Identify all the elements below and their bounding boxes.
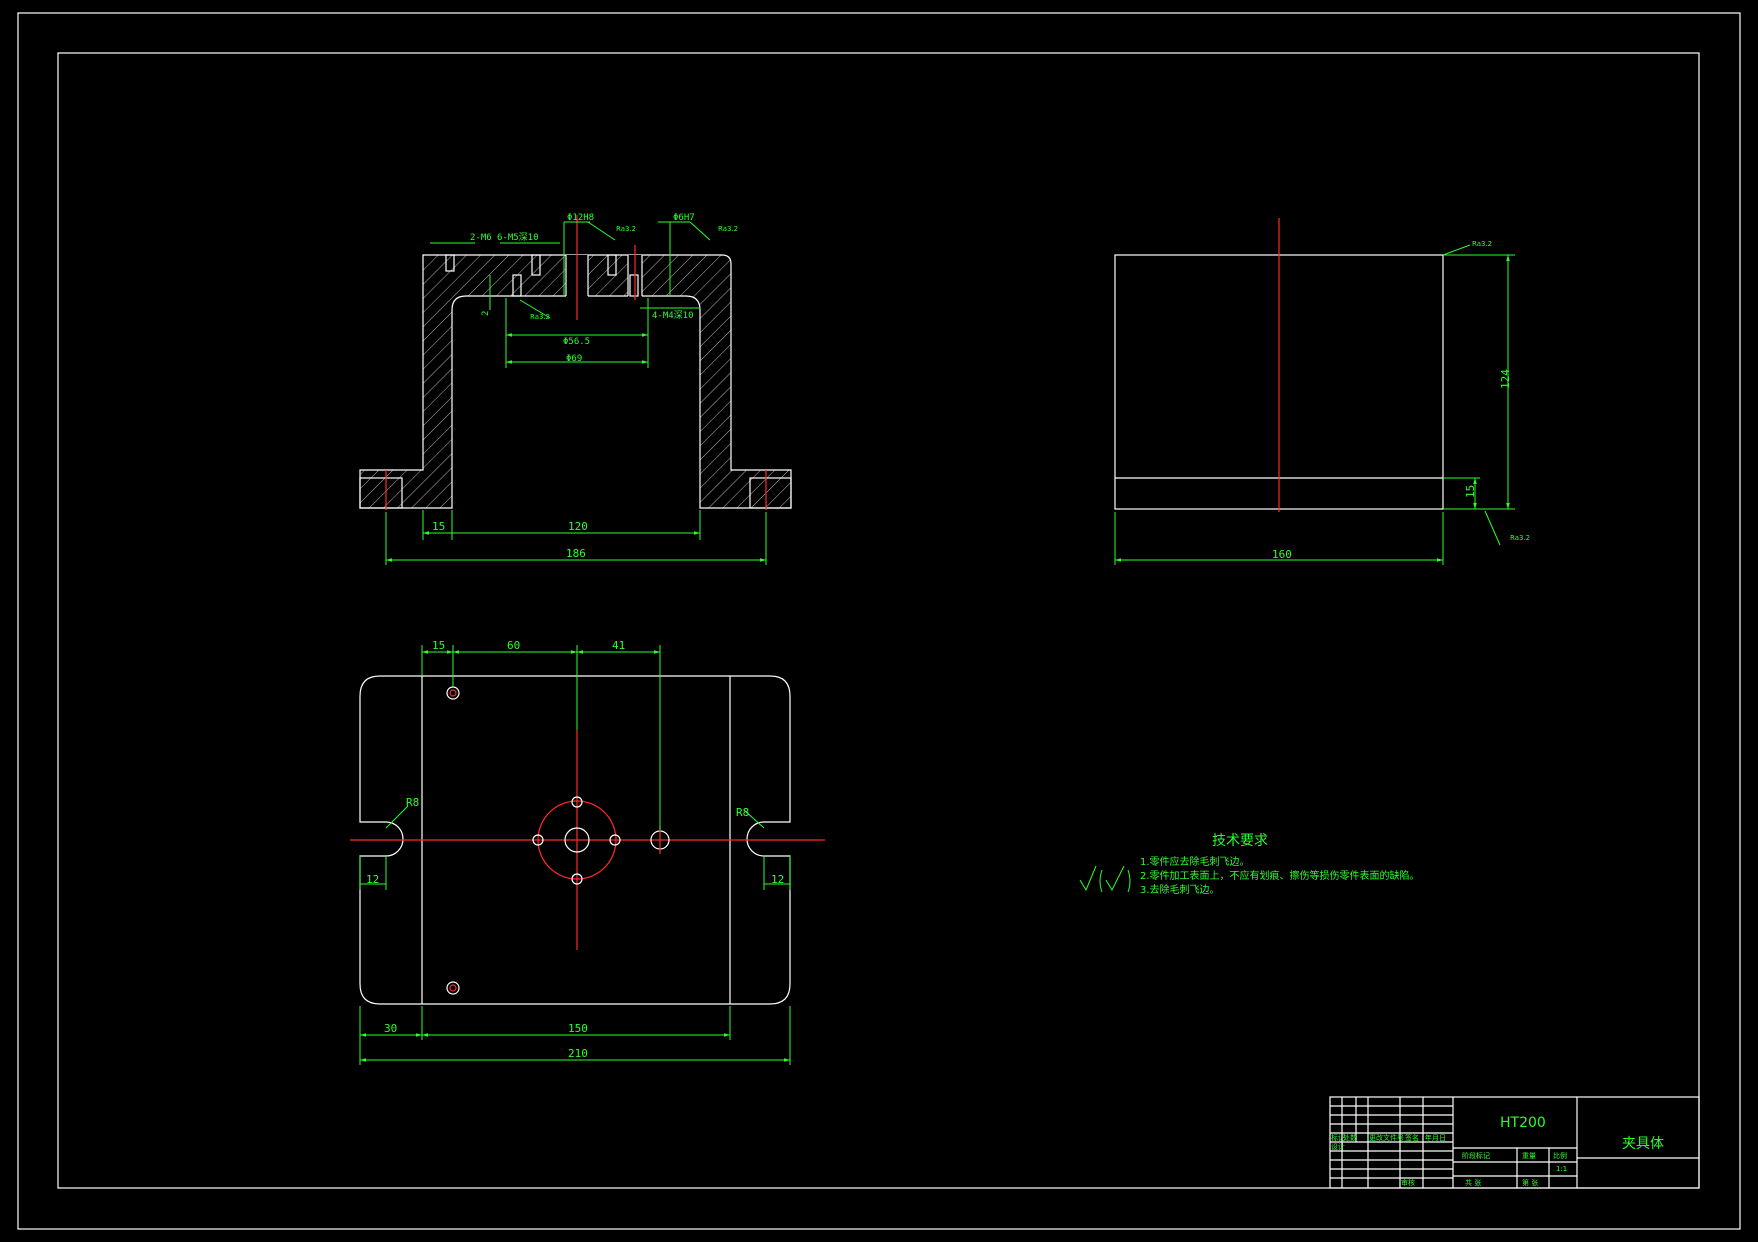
title-block: 标记 处数 更改文件号 签名 年月日 设计 审核 阶段标记 重量 比例 共 张 …	[1329, 1096, 1700, 1189]
roughness-side-2: Ra3.2	[1510, 534, 1530, 542]
callout-phi69: Φ69	[566, 354, 582, 364]
dim-top-60: 60	[507, 639, 520, 652]
roughness-front-3: Ra3.2	[530, 313, 550, 321]
dim-top-r8-left: R8	[406, 796, 419, 809]
dim-top-12-right: 12	[771, 873, 784, 886]
bolt-circle	[537, 800, 617, 880]
tb-mark: 标记	[1331, 1133, 1345, 1142]
front-outline	[359, 254, 792, 509]
tb-change-doc: 更改文件号	[1369, 1133, 1404, 1142]
top-dimensions	[359, 645, 791, 1065]
top-outline	[359, 675, 791, 1005]
front-section-view: 2-M6 6-M5深10 Φ12H8 Φ6H7 4-M4深10 Φ56.5 Φ6…	[359, 213, 792, 565]
tb-sign: 签名	[1405, 1133, 1419, 1142]
roughness-front-2: Ra3.2	[718, 225, 738, 233]
tb-count: 处数	[1343, 1133, 1357, 1142]
callout-phi56: Φ56.5	[563, 337, 590, 347]
tech-req-item-2: 2.零件加工表面上，不应有划痕、擦伤等损伤零件表面的缺陷。	[1140, 869, 1420, 882]
callout-m4: 4-M4深10	[652, 310, 694, 321]
dim-top-41: 41	[612, 639, 625, 652]
roughness-symbol	[1079, 865, 1131, 893]
tb-review: 审核	[1401, 1178, 1415, 1187]
tb-scale: 1:1	[1556, 1165, 1567, 1173]
corner-hole-top	[446, 686, 460, 700]
tb-total: 共 张	[1465, 1178, 1481, 1187]
callout-phi12: Φ12H8	[567, 213, 594, 223]
front-hatch-body	[360, 255, 791, 508]
dim-front-overall: 186	[566, 547, 586, 560]
dim-front-inner: 120	[568, 520, 588, 533]
front-tapped-holes	[445, 254, 639, 297]
tech-req-title: 技术要求	[1212, 833, 1268, 849]
dim-top-30: 30	[384, 1022, 397, 1035]
callout-m5: 6-M5深10	[497, 232, 539, 243]
tb-stage-mark: 阶段标记	[1462, 1151, 1490, 1160]
roughness-side-1: Ra3.2	[1472, 240, 1492, 248]
callout-m6: 2-M6	[470, 233, 492, 243]
tb-date: 年月日	[1425, 1133, 1446, 1142]
tb-part-name: 夹具体	[1622, 1136, 1664, 1152]
side-dimensions	[1114, 244, 1515, 565]
tech-req-item-3: 3.去除毛刺飞边。	[1140, 883, 1220, 896]
dim-top-150: 150	[568, 1022, 588, 1035]
front-flange-right	[749, 477, 792, 509]
title-block-grid	[1330, 1097, 1453, 1188]
dim-side-base: 15	[1464, 485, 1477, 498]
callout-depth2: 2	[481, 311, 491, 316]
tb-weight: 重量	[1522, 1152, 1536, 1160]
dim-side-width: 160	[1272, 548, 1292, 561]
tb-ratio: 比例	[1553, 1151, 1567, 1160]
front-dimensions	[385, 221, 767, 565]
center-hole	[564, 827, 590, 853]
dim-side-height: 124	[1499, 369, 1512, 389]
dim-top-15: 15	[432, 639, 445, 652]
tb-sheet: 第 张	[1522, 1178, 1538, 1187]
callout-phi6: Φ6H7	[673, 213, 695, 223]
tb-design: 设计	[1331, 1142, 1345, 1151]
roughness-front-1: Ra3.2	[616, 225, 636, 233]
front-flange-left	[359, 477, 403, 509]
corner-hole-bottom	[446, 981, 460, 995]
side-view: 124 15 160 Ra3.2 Ra3.2	[1114, 218, 1530, 565]
outer-border	[17, 12, 1741, 1230]
dim-top-r8-right: R8	[736, 806, 749, 819]
dim-top-210: 210	[568, 1047, 588, 1060]
dim-top-12-left: 12	[366, 873, 379, 886]
technical-requirements: 技术要求 1.零件应去除毛刺飞边。 2.零件加工表面上，不应有划痕、擦伤等损伤零…	[1079, 833, 1420, 896]
tb-material: HT200	[1500, 1115, 1546, 1131]
dim-front-wall: 15	[432, 520, 445, 533]
top-view: 15 60 41 R8 R8 12 12 30 150 210	[350, 639, 825, 1065]
tech-req-item-1: 1.零件应去除毛刺飞边。	[1140, 855, 1250, 868]
inner-border	[57, 52, 1700, 1189]
